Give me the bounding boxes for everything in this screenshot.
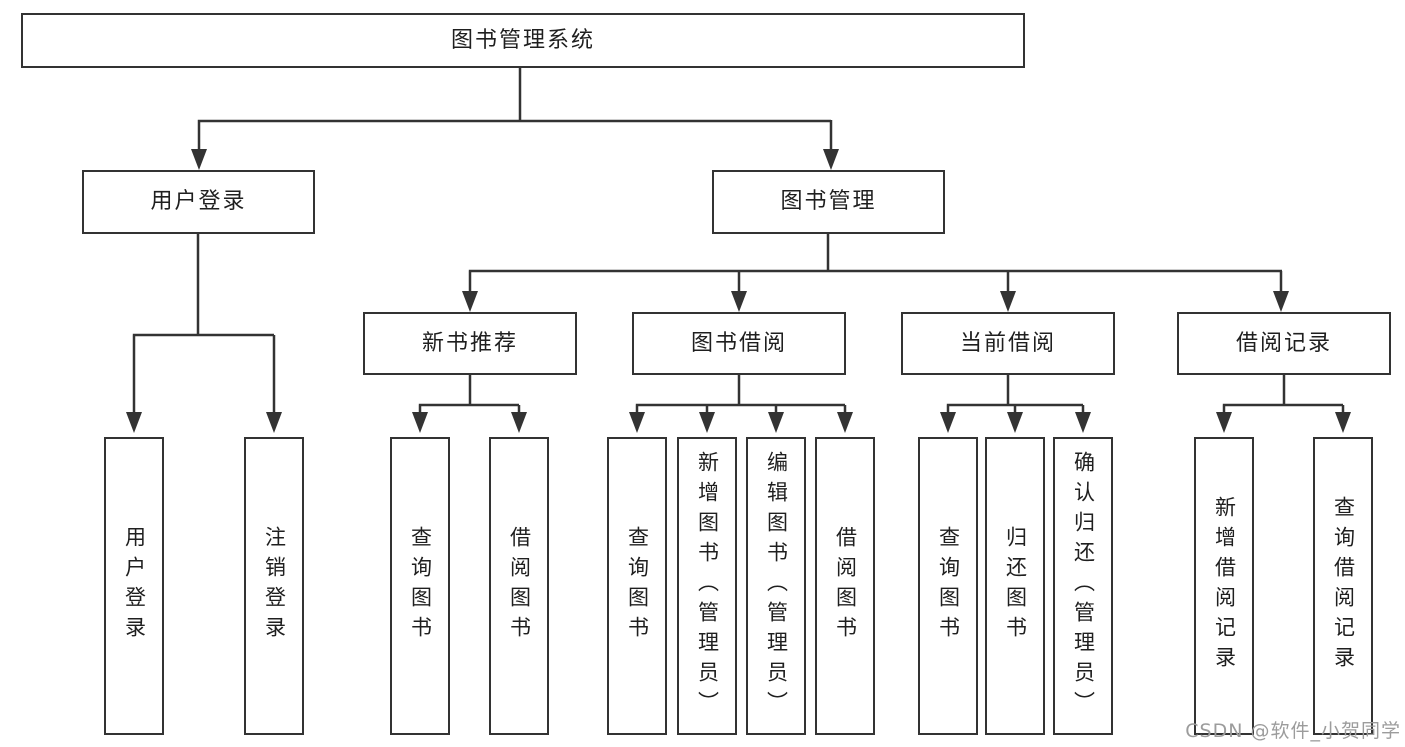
leaf-borrow-books: 借阅图书 (815, 437, 875, 735)
node-new-book-recommend: 新书推荐 (363, 312, 577, 375)
leaf-label: 归还图书 (1003, 526, 1028, 646)
connector-current-borrow-to-leaves (946, 375, 1085, 415)
connector-book-borrow-to-leaves (635, 375, 847, 415)
leaf-add-book-admin: 新增图书（管理员） (677, 437, 737, 735)
node-book-borrow: 图书借阅 (632, 312, 846, 375)
connector-user-login-to-leaves (132, 234, 276, 415)
node-label: 用户登录 (150, 189, 247, 214)
leaf-label: 确认归还（管理员） (1071, 451, 1096, 721)
node-label: 图书借阅 (690, 330, 787, 356)
leaf-label: 新增借阅记录 (1212, 496, 1237, 676)
leaf-confirm-return-admin: 确认归还（管理员） (1053, 437, 1113, 735)
leaf-user-login: 用户登录 (104, 437, 164, 735)
node-user-login: 用户登录 (82, 170, 315, 234)
leaf-logout: 注销登录 (244, 437, 304, 735)
node-label: 借阅记录 (1235, 330, 1332, 356)
connector-root-to-level2 (197, 68, 833, 152)
leaf-label: 借阅图书 (833, 526, 858, 646)
leaf-query-books-current: 查询图书 (918, 437, 978, 735)
leaf-label: 查询借阅记录 (1331, 496, 1356, 676)
connector-book-mgmt-to-level3 (468, 234, 1283, 294)
leaf-borrow-books-recommend: 借阅图书 (489, 437, 549, 735)
connector-new-book-to-leaves (418, 375, 521, 415)
leaf-label: 编辑图书（管理员） (764, 451, 789, 721)
leaf-label: 新增图书（管理员） (695, 451, 720, 721)
leaf-edit-book-admin: 编辑图书（管理员） (746, 437, 806, 735)
node-label: 图书管理系统 (450, 27, 595, 53)
leaf-label: 查询图书 (936, 526, 961, 646)
leaf-query-books-borrow: 查询图书 (607, 437, 667, 735)
leaf-add-borrow-record: 新增借阅记录 (1194, 437, 1254, 735)
leaf-return-book: 归还图书 (985, 437, 1045, 735)
leaf-label: 注销登录 (262, 526, 287, 646)
leaf-label: 借阅图书 (507, 526, 532, 646)
node-label: 图书管理 (780, 189, 877, 214)
arrowheads (126, 149, 1351, 433)
node-current-borrow: 当前借阅 (901, 312, 1115, 375)
leaf-query-borrow-record: 查询借阅记录 (1313, 437, 1373, 735)
watermark: CSDN @软件_小贺同学 (1185, 720, 1401, 742)
leaf-query-books-recommend: 查询图书 (390, 437, 450, 735)
node-label: 新书推荐 (421, 330, 518, 356)
node-borrow-records: 借阅记录 (1177, 312, 1391, 375)
leaf-label: 查询图书 (408, 526, 433, 646)
connector-borrow-records-to-leaves (1222, 375, 1345, 415)
leaf-label: 查询图书 (625, 526, 650, 646)
node-label: 当前借阅 (959, 330, 1056, 356)
node-library-management-system: 图书管理系统 (21, 13, 1025, 68)
leaf-label: 用户登录 (122, 526, 147, 646)
node-book-management: 图书管理 (712, 170, 945, 234)
